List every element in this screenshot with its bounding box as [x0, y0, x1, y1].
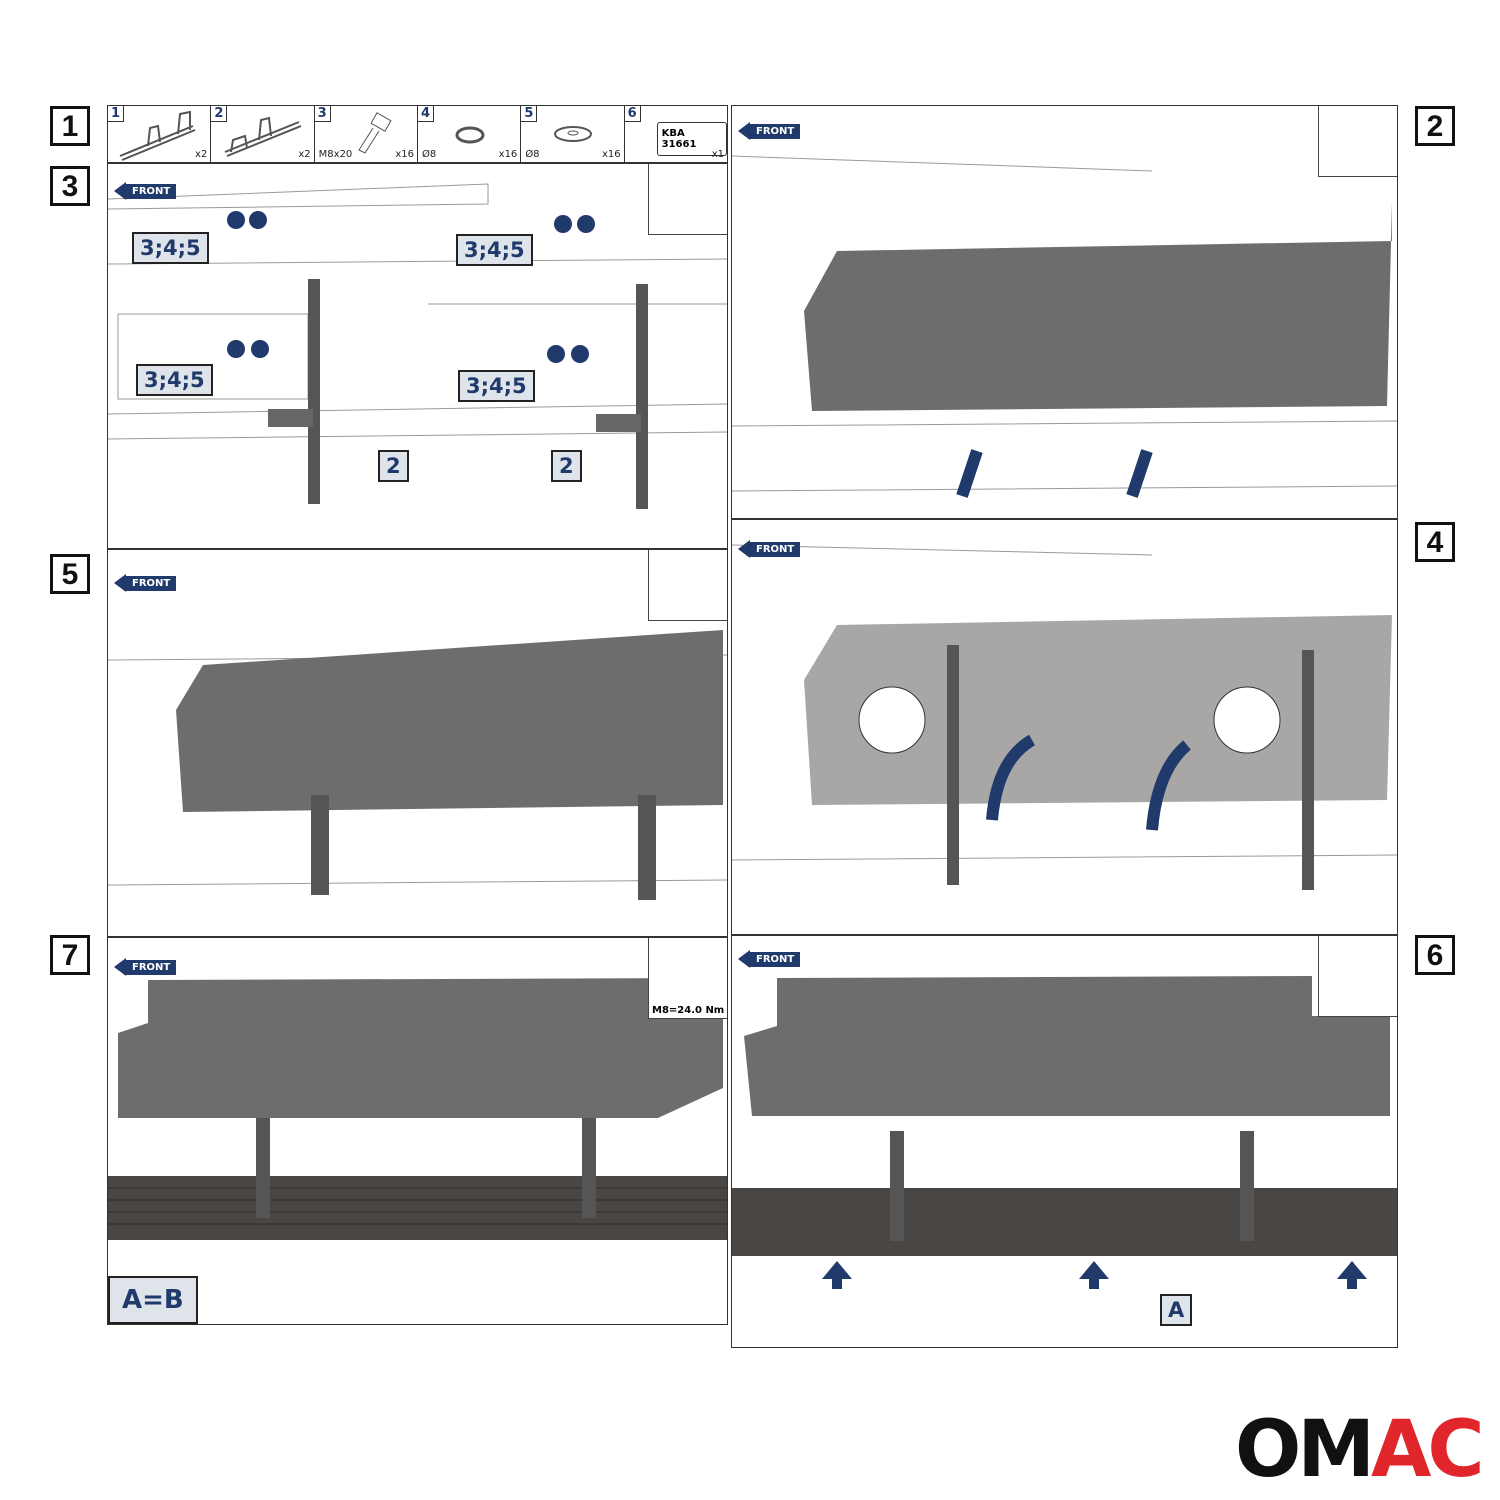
splash-guard-trim-illustration	[732, 544, 1397, 890]
bracket-icon	[119, 110, 196, 161]
panel-step-2: FRONT	[731, 105, 1398, 519]
step-2-number: 2	[1415, 106, 1455, 146]
part-3: 3 M8x20 x16	[314, 106, 418, 162]
part-number: 5	[521, 106, 538, 122]
part-number: 1	[108, 106, 125, 122]
panel-step-5: FRONT	[107, 549, 728, 937]
bracket-label: 2	[551, 450, 582, 482]
front-direction-tag: FRONT	[114, 958, 177, 976]
part-4: 4 Ø8 x16	[417, 106, 522, 162]
part-size: Ø8	[421, 149, 437, 160]
step-5-number: 5	[50, 554, 90, 594]
front-direction-tag: FRONT	[114, 574, 177, 592]
part-qty: x2	[195, 149, 208, 160]
fastener-label: 3;4;5	[456, 234, 533, 266]
step-1-number: 1	[50, 106, 90, 146]
tool-hand-icon	[1318, 936, 1397, 1017]
step-6-number: 6	[1415, 935, 1455, 975]
kba-certificate: KBA 31661	[656, 122, 727, 156]
torque-wrench-icon: M8=24.0 Nm	[648, 938, 727, 1019]
panel-step-3: FRONT 3;4;5 3;4;5 3;4;5 3;4;5 2 2	[107, 163, 728, 549]
bracket-label: 2	[378, 450, 409, 482]
splash-guard-removal-illustration	[732, 155, 1397, 498]
part-number: 4	[417, 106, 435, 122]
step-3-number: 3	[50, 166, 90, 206]
part-6: 6 KBA 31661 x1	[624, 106, 727, 162]
panel-step-6: FRONT A	[731, 935, 1398, 1348]
part-number: 2	[211, 106, 228, 122]
step-7-number: 7	[50, 935, 90, 975]
fastener-label: 3;4;5	[136, 364, 213, 396]
ratchet-icon	[648, 550, 727, 621]
part-qty: x16	[498, 149, 518, 160]
spring-washer-icon	[455, 126, 485, 144]
omac-logo: OMAC	[1235, 1405, 1485, 1495]
bracket-icon	[224, 116, 302, 157]
point-a-label: A	[1160, 1294, 1193, 1326]
part-qty: x16	[395, 149, 414, 160]
part-2: 2 x2	[211, 106, 315, 162]
running-board-tightening-illustration	[108, 978, 727, 1240]
ratchet-icon	[1318, 106, 1397, 177]
equality-label: A=B	[108, 1276, 198, 1324]
part-size: Ø8	[525, 149, 540, 160]
splash-guard-refit-illustration	[108, 630, 727, 900]
part-qty: x16	[601, 149, 621, 160]
panel-step-4: FRONT	[731, 519, 1398, 935]
part-size: M8x20	[318, 149, 353, 160]
panel-step-7: FRONT M8=24.0 Nm A=B	[107, 937, 728, 1325]
flat-washer-icon	[554, 126, 593, 142]
front-direction-tag: FRONT	[738, 950, 801, 968]
part-qty: x2	[298, 149, 311, 160]
fastener-label: 3;4;5	[132, 232, 209, 264]
part-5: 5 Ø8 x16	[521, 106, 625, 162]
tool-hand-icon	[648, 164, 727, 235]
running-board-mount-illustration	[732, 976, 1397, 1289]
part-number: 3	[314, 106, 331, 122]
part-number: 6	[624, 106, 641, 122]
fastener-label: 3;4;5	[458, 370, 535, 402]
part-1: 1 x2	[108, 106, 212, 162]
front-direction-tag: FRONT	[738, 540, 801, 558]
bolt-icon	[357, 112, 392, 154]
torque-spec: M8=24.0 Nm	[652, 1005, 725, 1016]
underbody-illustration	[108, 183, 727, 509]
step-4-number: 4	[1415, 522, 1455, 562]
front-direction-tag: FRONT	[114, 182, 177, 200]
part-qty: x1	[711, 149, 724, 160]
front-direction-tag: FRONT	[738, 122, 801, 140]
